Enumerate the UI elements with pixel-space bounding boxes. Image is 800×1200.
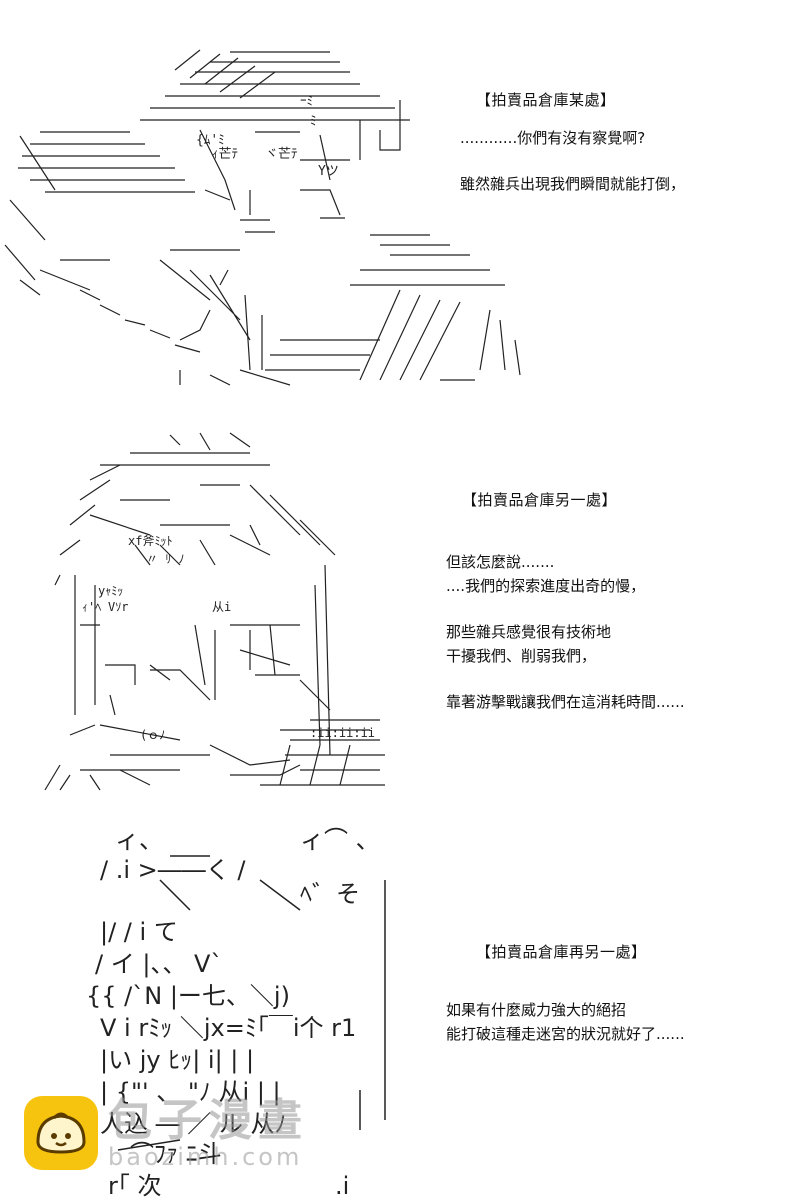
ascii-glyph: 人込 ― ／ ル 从ﾉ xyxy=(100,1110,287,1138)
ascii-glyph: 〃 ﾘ ﾉ xyxy=(146,552,184,566)
ascii-glyph: / イ |、、 V` xyxy=(95,950,222,978)
ascii-art-panel-2: xf斧ﾐｯﾄ 〃 ﾘ ﾉ yｬﾐｯ ｨ'ﾍ Vｿr 从i :ii:ii:ii (… xyxy=(0,425,540,800)
ascii-glyph: |い jy ﾋｯ| i| | | xyxy=(100,1046,254,1074)
location-caption: 【拍賣品倉庫再另一處】 xyxy=(476,943,647,961)
ascii-glyph: V i rﾐｯ ＼jx=ﾐ｢￣i个 r1 xyxy=(100,1014,356,1042)
narration-line: 能打破這種走迷宮的狀況就好了...... xyxy=(446,1025,685,1043)
ascii-glyph: | {"' 、 "ﾉ 从i | | xyxy=(100,1078,281,1106)
site-watermark: 包子漫畫 baozimh.com xyxy=(24,1094,324,1174)
watermark-title: 包子漫畫 xyxy=(108,1095,308,1146)
ascii-glyph: ﾐ xyxy=(310,114,317,129)
ascii-glyph: r｢ 次 xyxy=(108,1172,162,1200)
ascii-glyph: Vｿr xyxy=(108,600,128,614)
location-caption: 【拍賣品倉庫另一處】 xyxy=(462,491,618,509)
ascii-glyph: ｨ芒ﾃ xyxy=(212,146,238,162)
ascii-glyph: ィ⌒ 、 xyxy=(300,826,380,854)
ascii-glyph: 从i xyxy=(212,600,231,614)
narration-panel-1: 【拍賣品倉庫某處】 ............你們有沒有察覺啊? 雖然雜兵出現我們… xyxy=(446,88,786,196)
ascii-glyph: xf斧ﾐｯﾄ xyxy=(128,534,172,548)
bun-logo-icon xyxy=(24,1096,98,1170)
narration-panel-2: 【拍賣品倉庫另一處】 但該怎麼說....... ....我們的探索進度出奇的慢，… xyxy=(446,488,786,714)
location-caption: 【拍賣品倉庫某處】 xyxy=(476,91,616,109)
narration-line xyxy=(446,150,786,172)
ascii-glyph: ィ、 xyxy=(115,826,163,854)
watermark-domain: baozimh.com xyxy=(108,1143,303,1171)
ascii-glyph: (ｏﾉ xyxy=(140,728,165,742)
narration-line: 如果有什麼威力強大的絕招 xyxy=(446,1001,627,1019)
ascii-glyph: / .i >――く / xyxy=(100,856,246,884)
ascii-glyph: :ii:ii:ii xyxy=(310,726,375,740)
ascii-art-panel-3: ィ、 ィ⌒ 、 / .i >――く / ﾍ゛そ |/ / i て / イ |、、… xyxy=(0,820,420,1200)
narration-line: 干擾我們、削弱我們， xyxy=(446,647,597,665)
narration-line xyxy=(446,598,786,620)
ascii-glyph: ⌒ﾌｧ ﾆ斗 xyxy=(130,1140,222,1168)
ascii-glyph: Yツ xyxy=(318,164,339,179)
ascii-glyph: yｬﾐｯ xyxy=(98,584,123,598)
ascii-glyph: ｨ'ﾍ xyxy=(82,600,101,614)
ascii-glyph: .i xyxy=(335,1172,349,1200)
ascii-glyph: |/ / i て xyxy=(100,918,178,946)
narration-line: 那些雜兵感覺很有技術地 xyxy=(446,623,612,641)
narration-panel-3: 【拍賣品倉庫再另一處】 如果有什麼威力強大的絕招 能打破這種走迷宮的狀況就好了.… xyxy=(446,940,786,1046)
ascii-glyph: {ﾑ'ﾐ xyxy=(196,133,225,148)
narration-line xyxy=(446,668,786,690)
ascii-glyph: ｰﾐ xyxy=(300,94,313,109)
narration-line: 靠著游擊戰讓我們在這消耗時間...... xyxy=(446,693,685,711)
narration-line: 但該怎麼說....... xyxy=(446,553,555,571)
ascii-glyph: ﾍ゛そ xyxy=(300,880,360,908)
narration-line: ....我們的探索進度出奇的慢， xyxy=(446,577,646,595)
narration-line: 雖然雜兵出現我們瞬間就能打倒， xyxy=(460,175,686,193)
ascii-glyph: {{ /`N |ー七、＼j) xyxy=(86,982,290,1010)
narration-line: ............你們有沒有察覺啊? xyxy=(460,129,646,147)
ascii-art-panel-1: {ﾑ'ﾐ ｨ芒ﾃ ヾ芒ﾃ ﾐ Yツ ｰﾐ xyxy=(0,40,540,390)
ascii-glyph: ヾ芒ﾃ xyxy=(265,146,298,162)
